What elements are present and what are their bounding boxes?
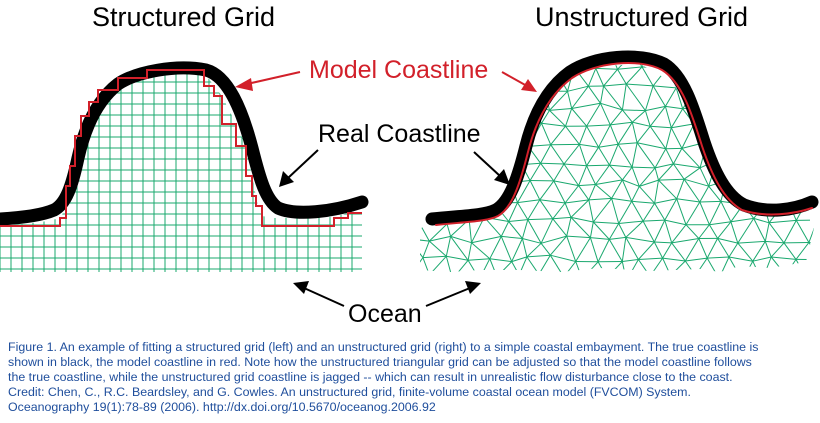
structured-grid-mesh: [0, 70, 362, 272]
figure-caption: Figure 1. An example of fitting a struct…: [8, 340, 816, 415]
figure-diagram: [0, 50, 819, 307]
caption-credit-line: Credit: Chen, C., R.C. Beardsley, and G.…: [8, 385, 691, 400]
model-coastline-arrow-left: [235, 71, 301, 91]
caption-line: the true coastline, while the unstructur…: [8, 370, 733, 385]
caption-line: shown in black, the model coastline in r…: [8, 355, 752, 370]
real-coastline-label: Real Coastline: [318, 120, 481, 148]
unstructured-grid-title: Unstructured Grid: [535, 2, 749, 32]
caption-citation-line: Oceanography 19(1):78-89 (2006). http://…: [8, 400, 436, 415]
real-coastline-left: [0, 61, 369, 226]
model-coastline-left: [0, 69, 362, 227]
ocean-arrow-left: [293, 281, 345, 307]
real-coastline-arrow-right: [473, 151, 510, 185]
ocean-arrow-right: [425, 281, 481, 307]
real-coastline-arrow-left: [279, 149, 319, 187]
model-coastline-arrow-right: [501, 71, 537, 92]
caption-line: Figure 1. An example of fitting a struct…: [8, 340, 759, 354]
model-coastline-label: Model Coastline: [309, 56, 489, 84]
ocean-label: Ocean: [348, 300, 422, 328]
structured-grid-title: Structured Grid: [92, 2, 276, 32]
model-coastline-right: [435, 62, 813, 226]
real-coastline-right: [425, 50, 819, 226]
